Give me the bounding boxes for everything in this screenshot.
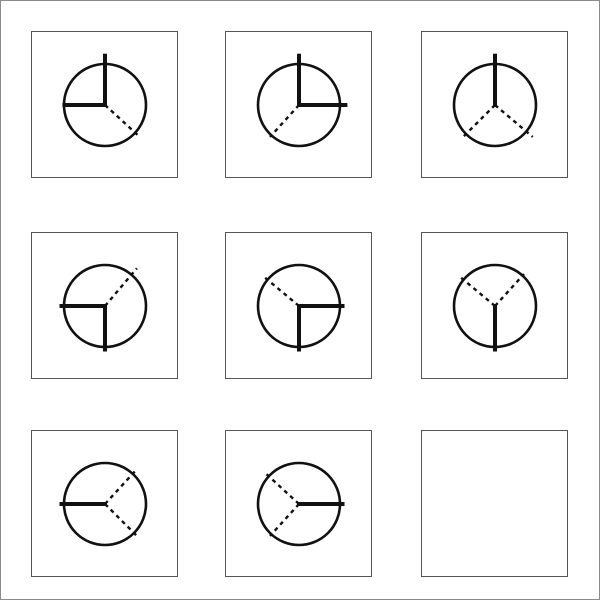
dashed-arm — [104, 104, 141, 138]
puzzle-cell-6 — [421, 232, 568, 379]
cell-9-figure — [422, 431, 569, 578]
dashed-arm — [263, 276, 300, 307]
dashed-arm — [494, 104, 534, 138]
puzzle-cell-3 — [421, 31, 568, 178]
dashed-arm — [269, 503, 300, 537]
dashed-arm — [104, 267, 138, 307]
cell-2-figure — [256, 53, 348, 148]
dashed-arm — [494, 273, 525, 307]
cell-3-figure — [452, 53, 538, 148]
dashed-arm — [269, 104, 300, 138]
dashed-arm — [459, 276, 496, 307]
cell-5-figure — [256, 263, 345, 352]
puzzle-cell-8 — [225, 430, 372, 577]
puzzle-cell-7 — [31, 430, 178, 577]
dashed-arm — [263, 471, 300, 505]
dashed-arm — [104, 468, 138, 505]
puzzle-cell-1 — [31, 31, 178, 178]
puzzle-cell-5 — [225, 232, 372, 379]
puzzle-cell-2 — [225, 31, 372, 178]
cell-7-figure — [59, 461, 148, 547]
cell-1-figure — [62, 53, 148, 148]
puzzle-cell-4 — [31, 232, 178, 379]
dashed-arm — [104, 503, 138, 537]
cell-6-figure — [452, 263, 538, 352]
dashed-arm — [462, 104, 496, 138]
cell-8-figure — [256, 461, 345, 547]
cell-4-figure — [59, 263, 148, 352]
answer-cell-empty[interactable] — [421, 430, 568, 577]
